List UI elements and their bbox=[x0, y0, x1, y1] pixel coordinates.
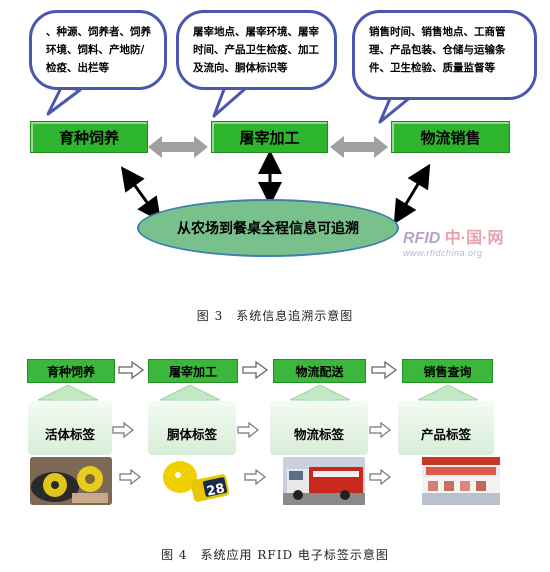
photo-ear-tags bbox=[30, 457, 112, 505]
logo-brand: RFID 中·国·网 bbox=[403, 230, 504, 247]
stage-breeding: 育种饲养 bbox=[27, 359, 115, 383]
logo-url: www.rfidchina.org bbox=[403, 248, 483, 258]
stage-slaughter: 屠宰加工 bbox=[148, 359, 238, 383]
numbered-tag-image: 28 bbox=[158, 457, 230, 505]
bubble-sales-info: 销售时间、销售地点、工商管理、产品包装、仓储与运输条件、卫生检验、质量监督等 bbox=[352, 10, 537, 100]
stage-label: 销售查询 bbox=[423, 364, 472, 379]
photo-arrow-2 bbox=[244, 468, 266, 486]
arrow-stage3-ellipse bbox=[393, 163, 431, 225]
tag-label-product: 产品标签 bbox=[420, 426, 471, 442]
stage-sales-query: 销售查询 bbox=[402, 359, 493, 383]
bubble-slaughter-info: 屠宰地点、屠宰环境、屠宰时间、产品卫生检疫、加工及流向、胴体标识等 bbox=[176, 10, 337, 90]
bubble-text: 屠宰地点、屠宰环境、屠宰时间、产品卫生检疫、加工及流向、胴体标识等 bbox=[193, 26, 319, 74]
tag-label-live: 活体标签 bbox=[44, 426, 95, 442]
photo-arrow-3 bbox=[369, 468, 391, 486]
tag-card-carcass bbox=[148, 401, 236, 455]
photo-delivery-truck bbox=[283, 457, 365, 505]
stage-logistics: 物流配送 bbox=[273, 359, 366, 383]
hollow-arrow-3 bbox=[371, 360, 398, 380]
stage-logistics-sales: 物流销售 bbox=[391, 121, 510, 153]
gray-double-arrow-1 bbox=[148, 136, 208, 158]
figure3-arrows bbox=[46, 82, 431, 225]
stage-breeding: 育种饲养 bbox=[30, 121, 148, 153]
bubble-breeding-info: 、种源、饲养者、饲养环境、饲料、产地防/检疫、出栏等 bbox=[29, 10, 167, 90]
rfidchina-watermark-logo: RFID 中·国·网 www.rfidchina.org bbox=[403, 224, 521, 258]
photo-arrow-1 bbox=[119, 468, 141, 486]
stage-label: 育种饲养 bbox=[58, 128, 119, 147]
figure3-caption: 图 3 系统信息追溯示意图 bbox=[196, 309, 354, 323]
tag-card-product bbox=[398, 401, 494, 455]
ear-tag-number: 28 bbox=[205, 481, 226, 499]
stage-label: 育种饲养 bbox=[46, 364, 95, 379]
tag-label-logistics: 物流标签 bbox=[293, 426, 344, 442]
hollow-arrow-2 bbox=[242, 360, 269, 380]
stage-label: 屠宰加工 bbox=[168, 364, 217, 379]
stage-slaughter: 屠宰加工 bbox=[211, 121, 328, 153]
ear-tag-image bbox=[30, 457, 112, 505]
traceability-ellipse: 从农场到餐桌全程信息可追溯 bbox=[137, 199, 399, 257]
figure4-caption: 图 4 系统应用 RFID 电子标签示意图 bbox=[161, 548, 389, 562]
gray-double-arrow-2 bbox=[330, 136, 388, 158]
hollow-arrow-1 bbox=[118, 360, 145, 380]
photo-retail-counter bbox=[422, 457, 500, 505]
ellipse-label: 从农场到餐桌全程信息可追溯 bbox=[177, 221, 359, 237]
retail-image bbox=[422, 457, 500, 505]
stage-label: 物流配送 bbox=[295, 364, 344, 379]
stage-label: 屠宰加工 bbox=[239, 128, 300, 147]
arrow-stage1-ellipse bbox=[120, 166, 162, 222]
truck-image bbox=[283, 457, 365, 505]
tag-card-live bbox=[28, 401, 112, 455]
bubble-text: 销售时间、销售地点、工商管理、产品包装、仓储与运输条件、卫生检验、质量监督等 bbox=[369, 26, 506, 74]
hollow-arrow-mid-3 bbox=[369, 421, 391, 439]
tag-label-carcass: 胴体标签 bbox=[166, 426, 217, 442]
photo-numbered-tag: 28 bbox=[158, 457, 230, 505]
stage-label: 物流销售 bbox=[420, 128, 481, 147]
hollow-arrow-mid-1 bbox=[112, 421, 134, 439]
bubble-text: 、种源、饲养者、饲养环境、饲料、产地防/检疫、出栏等 bbox=[46, 26, 151, 74]
hollow-arrow-mid-2 bbox=[237, 421, 259, 439]
tag-card-logistics bbox=[270, 401, 368, 455]
